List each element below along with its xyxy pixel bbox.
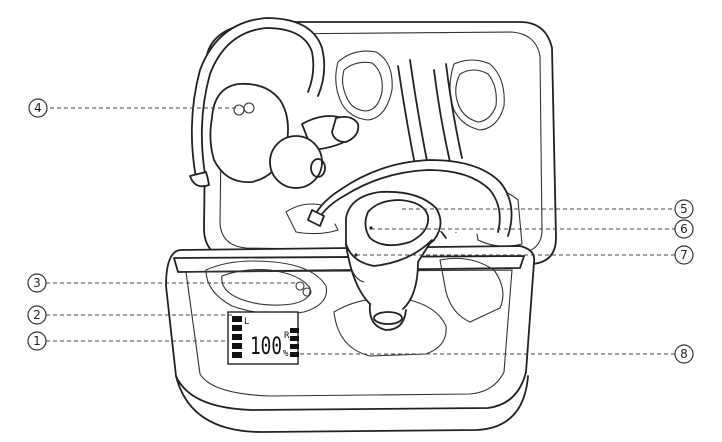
callout-3-number: 3 [33, 276, 41, 290]
callout-8-number: 8 [680, 347, 688, 361]
percent-unit: % [283, 349, 289, 359]
callout-1-number: 1 [33, 334, 41, 348]
left-earbud-label: L [244, 317, 249, 327]
callout-6: 6 [674, 219, 694, 239]
battery-percentage: 100 [250, 332, 282, 360]
left-battery-bars-icon [232, 316, 242, 358]
callout-5: 5 [674, 199, 694, 219]
callout-8: 8 [674, 344, 694, 364]
callout-5-number: 5 [680, 202, 688, 216]
right-earbud-label: R [284, 331, 290, 341]
leader-lines [46, 107, 675, 355]
callout-2: 2 [27, 305, 47, 325]
case-base [165, 245, 536, 433]
callout-4: 4 [28, 98, 48, 118]
right-battery-bars-icon [290, 328, 299, 357]
callout-2-number: 2 [33, 308, 41, 322]
callout-3: 3 [27, 273, 47, 293]
callout-4-number: 4 [34, 101, 42, 115]
right-earbud [307, 159, 513, 331]
callout-6-number: 6 [680, 222, 688, 236]
left-earbud [189, 17, 360, 189]
battery-display: L 100 R % [227, 311, 299, 365]
callout-7-number: 7 [680, 248, 688, 262]
callout-7: 7 [674, 245, 694, 265]
callout-1: 1 [27, 331, 47, 351]
